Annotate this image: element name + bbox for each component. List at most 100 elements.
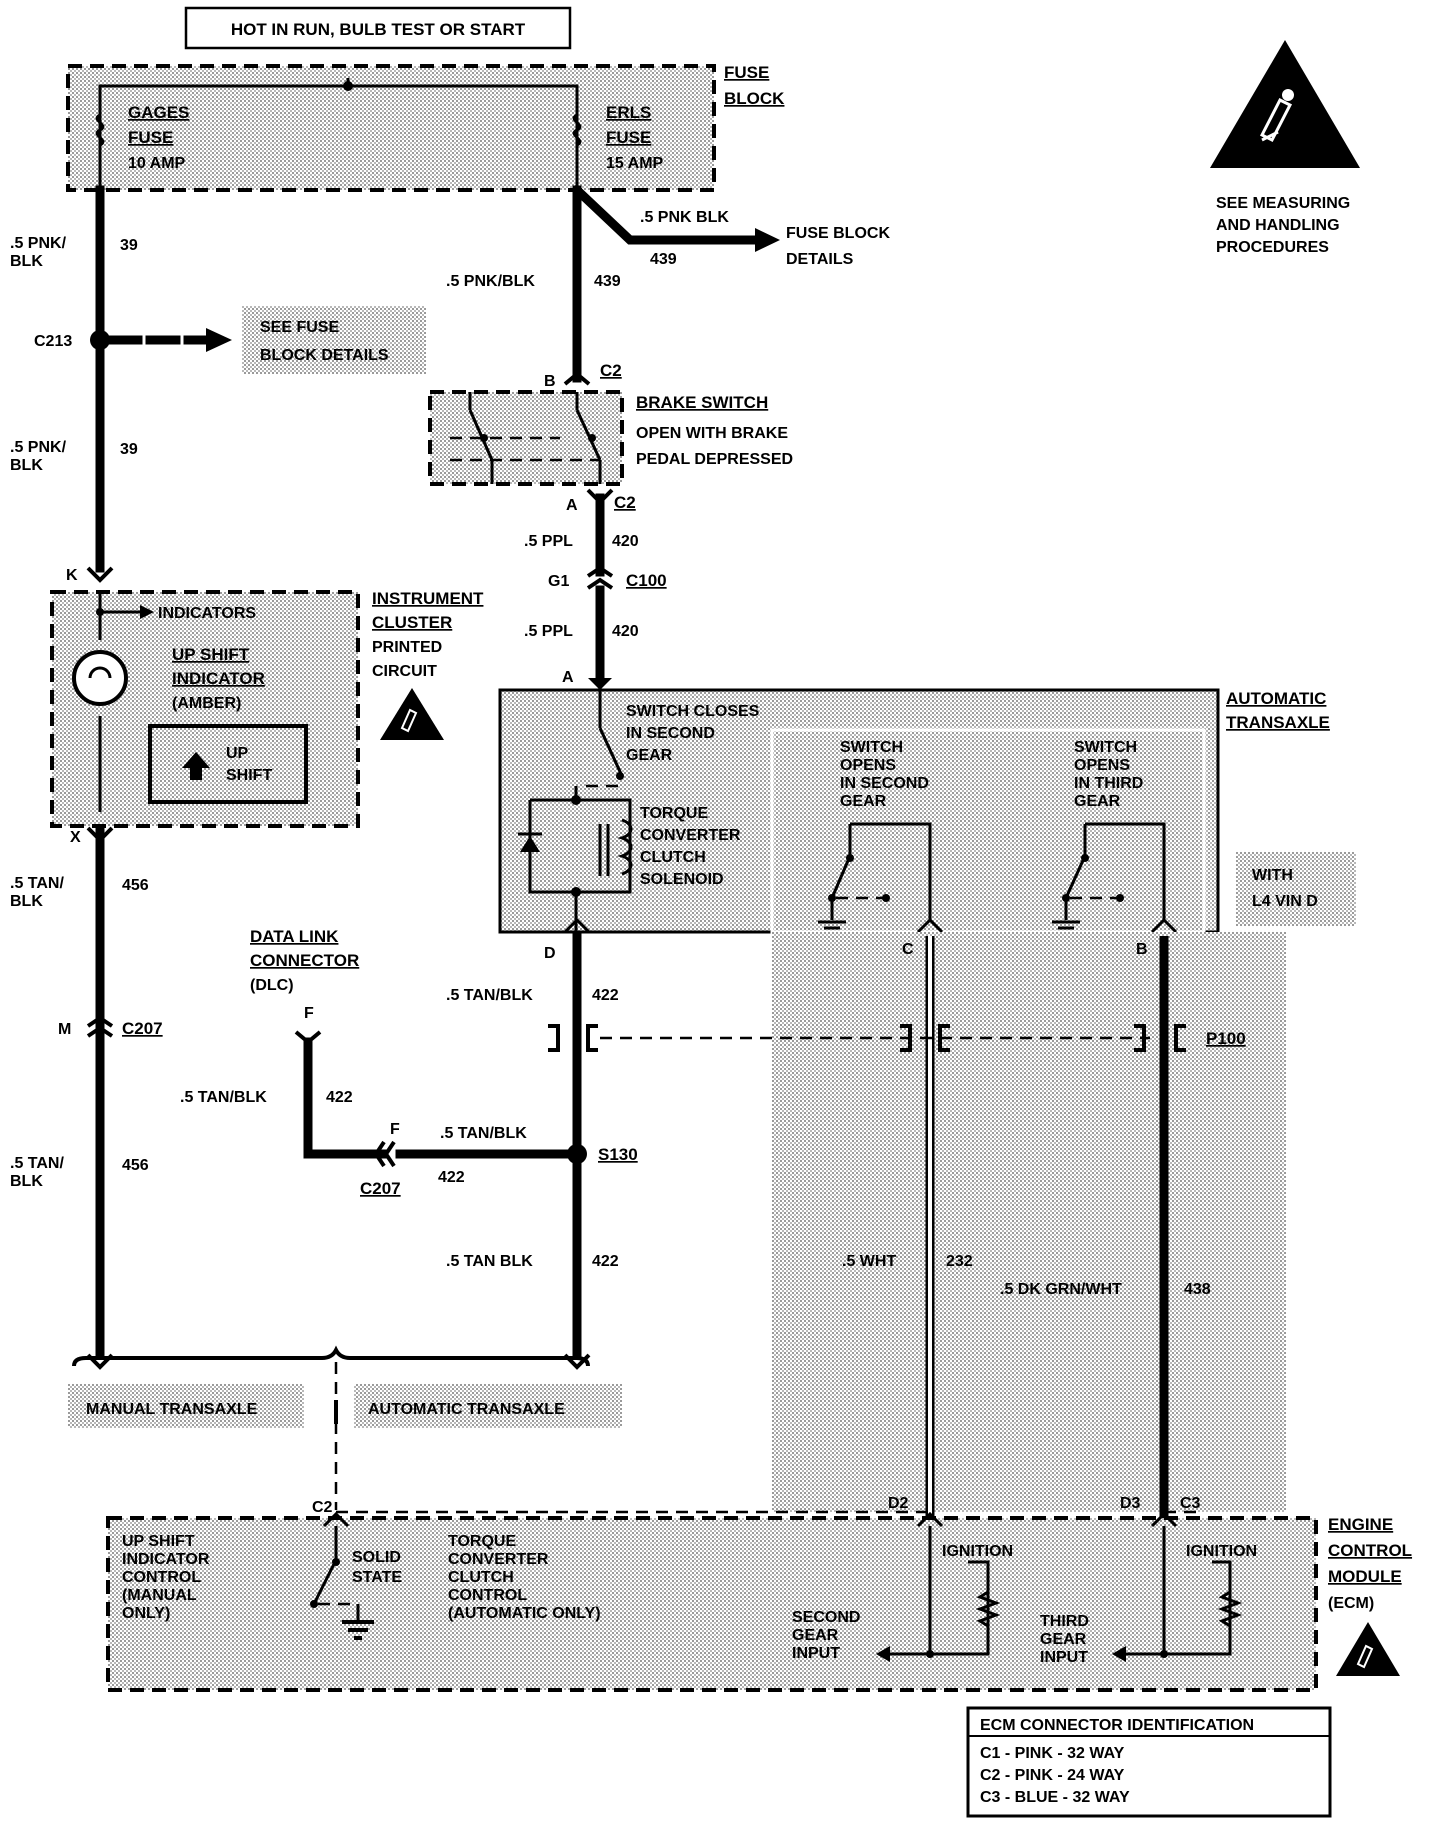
ecm-connector-row: C2 - PINK - 24 WAY	[980, 1767, 1125, 1784]
svg-text:.5 PNK BLK: .5 PNK BLK	[640, 209, 729, 226]
svg-text:INPUT: INPUT	[792, 1645, 840, 1662]
svg-text:D: D	[544, 945, 556, 962]
svg-text:CONNECTOR: CONNECTOR	[250, 951, 359, 970]
esd-note: SEE MEASURING	[1216, 195, 1350, 212]
svg-text:.5 PPL: .5 PPL	[524, 533, 573, 550]
ecm-connector-table: ECM CONNECTOR IDENTIFICATION C1 - PINK -…	[966, 1706, 1332, 1818]
svg-text:IGNITION: IGNITION	[942, 1543, 1013, 1560]
svg-text:438: 438	[1184, 1281, 1211, 1298]
svg-text:ONLY): ONLY)	[122, 1605, 170, 1622]
svg-text:M: M	[58, 1021, 71, 1038]
erls-fuse-icon	[572, 113, 582, 147]
svg-text:456: 456	[122, 877, 149, 894]
svg-text:UP: UP	[226, 745, 249, 762]
svg-text:SOLID: SOLID	[352, 1549, 401, 1566]
svg-text:GEAR: GEAR	[626, 747, 673, 764]
svg-text:C100: C100	[626, 571, 667, 590]
svg-text:ECM CONNECTOR IDENTIFICATION: ECM CONNECTOR IDENTIFICATION	[980, 1717, 1254, 1734]
svg-text:FUSE BLOCK: FUSE BLOCK	[786, 225, 890, 242]
svg-text:C213: C213	[34, 333, 72, 350]
svg-text:MODULE: MODULE	[1328, 1567, 1402, 1586]
svg-text:D2: D2	[888, 1495, 909, 1512]
fuse-block-title: FUSE	[724, 63, 769, 82]
svg-text:SEE FUSE: SEE FUSE	[260, 319, 339, 336]
svg-text:HOT IN RUN, BULB TEST OR START: HOT IN RUN, BULB TEST OR START	[231, 20, 526, 39]
svg-text:AND HANDLING: AND HANDLING	[1216, 217, 1340, 234]
svg-text:CIRCUIT: CIRCUIT	[372, 663, 437, 680]
svg-text:BLK: BLK	[10, 1173, 43, 1190]
svg-text:.5 TAN BLK: .5 TAN BLK	[446, 1253, 533, 1270]
engine-control-module	[106, 1510, 1318, 1692]
svg-text:TRANSAXLE: TRANSAXLE	[1226, 713, 1330, 732]
svg-text:SECOND: SECOND	[792, 1609, 860, 1626]
svg-text:OPENS: OPENS	[840, 757, 896, 774]
svg-text:TORQUE: TORQUE	[640, 805, 708, 822]
svg-text:(AMBER): (AMBER)	[172, 695, 241, 712]
svg-text:420: 420	[612, 533, 639, 550]
with-l4-vin-d-note: WITH L4 VIN D	[1236, 852, 1356, 926]
automatic-transaxle	[498, 688, 1220, 934]
svg-text:GEAR: GEAR	[792, 1627, 839, 1644]
fuse-block: GAGES FUSE 10 AMP ERLS FUSE 15 AMP	[66, 64, 716, 192]
upshift-arrow-icon	[182, 752, 210, 780]
svg-text:SOLENOID: SOLENOID	[640, 871, 724, 888]
svg-text:AUTOMATIC TRANSAXLE: AUTOMATIC TRANSAXLE	[368, 1401, 565, 1418]
svg-text:BLK: BLK	[10, 893, 43, 910]
svg-text:B: B	[544, 373, 556, 390]
svg-text:PROCEDURES: PROCEDURES	[1216, 239, 1329, 256]
dlc-title: DATA LINK	[250, 927, 339, 946]
svg-text:IGNITION: IGNITION	[1186, 1543, 1257, 1560]
svg-text:FUSE: FUSE	[606, 128, 651, 147]
instrument-cluster: INDICATORS UP SHIFT INDICATOR (AMBER) UP…	[50, 590, 360, 828]
svg-text:WITH: WITH	[1252, 867, 1293, 884]
svg-text:.5 TAN/BLK: .5 TAN/BLK	[180, 1089, 267, 1106]
svg-text:(ECM): (ECM)	[1328, 1595, 1374, 1612]
see-fuse-block-details: SEE FUSE BLOCK DETAILS	[242, 306, 426, 374]
svg-text:C3: C3	[1180, 1495, 1201, 1512]
svg-text:GEAR: GEAR	[840, 793, 887, 810]
gages-fuse-icon	[95, 113, 105, 147]
svg-text:422: 422	[326, 1089, 353, 1106]
svg-text:D3: D3	[1120, 1495, 1141, 1512]
brake-switch	[428, 390, 624, 486]
svg-text:39: 39	[120, 237, 138, 254]
svg-text:G1: G1	[548, 573, 569, 590]
gages-fuse-label: GAGES	[128, 103, 189, 122]
svg-text:IN SECOND: IN SECOND	[626, 725, 715, 742]
svg-text:CLUTCH: CLUTCH	[448, 1569, 514, 1586]
svg-text:232: 232	[946, 1253, 973, 1270]
svg-text:BLK: BLK	[10, 253, 43, 270]
svg-text:(DLC): (DLC)	[250, 977, 294, 994]
svg-text:CLUSTER: CLUSTER	[372, 613, 452, 632]
svg-text:DETAILS: DETAILS	[786, 251, 854, 268]
svg-text:GEAR: GEAR	[1040, 1631, 1087, 1648]
svg-text:C: C	[902, 941, 914, 958]
svg-text:15 AMP: 15 AMP	[606, 155, 664, 172]
svg-text:INDICATOR: INDICATOR	[172, 669, 265, 688]
svg-text:IN THIRD: IN THIRD	[1074, 775, 1143, 792]
svg-text:.5 TAN/: .5 TAN/	[10, 875, 64, 892]
svg-text:S130: S130	[598, 1145, 638, 1164]
svg-text:.5 PPL: .5 PPL	[524, 623, 573, 640]
svg-text:L4 VIN D: L4 VIN D	[1252, 893, 1318, 910]
svg-text:BLOCK DETAILS: BLOCK DETAILS	[260, 347, 389, 364]
svg-text:39: 39	[120, 441, 138, 458]
l4-vin-d-region	[772, 932, 1286, 1512]
svg-text:F: F	[304, 1005, 314, 1022]
svg-text:SWITCH: SWITCH	[840, 739, 903, 756]
svg-text:F: F	[390, 1121, 400, 1138]
svg-text:.5 TAN/: .5 TAN/	[10, 1155, 64, 1172]
svg-text:C207: C207	[122, 1019, 163, 1038]
svg-text:BLOCK: BLOCK	[724, 89, 785, 108]
instrument-cluster-title: INSTRUMENT	[372, 589, 484, 608]
svg-text:.5 PNK/: .5 PNK/	[10, 235, 67, 252]
svg-text:INPUT: INPUT	[1040, 1649, 1088, 1666]
svg-text:CONVERTER: CONVERTER	[448, 1551, 549, 1568]
svg-text:(AUTOMATIC ONLY): (AUTOMATIC ONLY)	[448, 1605, 601, 1622]
svg-text:.5 PNK/BLK: .5 PNK/BLK	[446, 273, 535, 290]
automatic-transaxle-option: AUTOMATIC TRANSAXLE	[354, 1384, 622, 1428]
svg-text:INDICATOR: INDICATOR	[122, 1551, 210, 1568]
ecm-connector-row: C1 - PINK - 32 WAY	[980, 1745, 1125, 1762]
svg-text:GEAR: GEAR	[1074, 793, 1121, 810]
svg-text:(MANUAL: (MANUAL	[122, 1587, 197, 1604]
